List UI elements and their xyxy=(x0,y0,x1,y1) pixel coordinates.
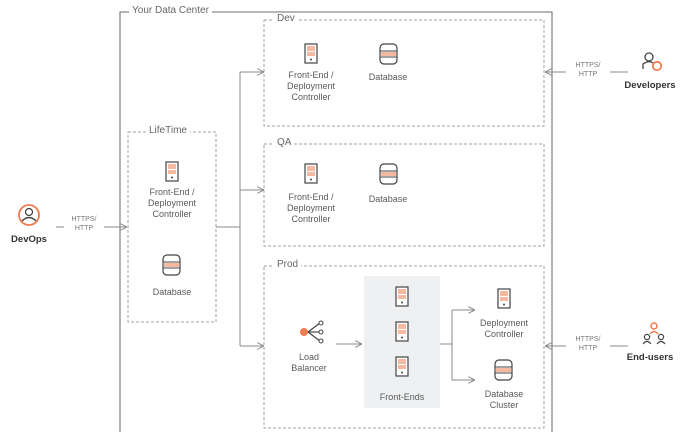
qa-database-label: Database xyxy=(368,194,408,204)
lifetime-server-icon xyxy=(165,161,179,182)
datacenter-frame xyxy=(119,11,553,432)
database-cluster-icon xyxy=(494,359,513,381)
developer-person-icon xyxy=(642,52,663,72)
deployment-controller-server-icon xyxy=(497,288,511,309)
prod-title: Prod xyxy=(274,259,302,271)
load-balancer-label: Load Balancer xyxy=(291,352,327,373)
devops-label: DevOps xyxy=(11,234,47,245)
end-users-icon xyxy=(642,322,666,345)
dev-title: Dev xyxy=(274,13,298,25)
end-users-label: End-users xyxy=(626,352,674,363)
datacenter-title: Your Data Center xyxy=(129,5,212,17)
lifetime-frontend-label: Front-End / Deployment Controller xyxy=(147,187,197,219)
lifetime-database-label: Database xyxy=(152,287,192,297)
qa-title: QA xyxy=(274,137,295,149)
frontends-label: Front-Ends xyxy=(379,392,425,402)
dev-box xyxy=(263,19,545,127)
lifetime-title: LifeTime xyxy=(146,125,190,137)
dev-server-icon xyxy=(304,43,318,64)
dev-database-icon xyxy=(379,43,398,65)
developers-label: Developers xyxy=(624,80,676,91)
devops-person-icon xyxy=(18,204,40,226)
database-cluster-label: Database Cluster xyxy=(484,389,524,410)
dev-database-label: Database xyxy=(368,72,408,82)
dev-frontend-label: Front-End / Deployment Controller xyxy=(286,70,336,102)
end-users-protocol-label: HTTPS/ HTTP xyxy=(575,336,601,352)
qa-frontend-label: Front-End / Deployment Controller xyxy=(286,192,336,224)
lifetime-database-icon xyxy=(162,254,181,276)
frontend-server-icon xyxy=(395,356,409,377)
prod-box xyxy=(263,265,545,429)
devops-protocol-label: HTTPS/ HTTP xyxy=(71,216,97,232)
load-balancer-icon xyxy=(300,320,324,344)
deployment-controller-label: Deployment Controller xyxy=(479,318,529,339)
developers-protocol-label: HTTPS/ HTTP xyxy=(575,62,601,78)
qa-server-icon xyxy=(304,163,318,184)
frontend-server-icon xyxy=(395,321,409,342)
frontends-shade xyxy=(364,276,440,408)
qa-database-icon xyxy=(379,163,398,185)
frontend-server-icon xyxy=(395,286,409,307)
qa-box xyxy=(263,143,545,247)
